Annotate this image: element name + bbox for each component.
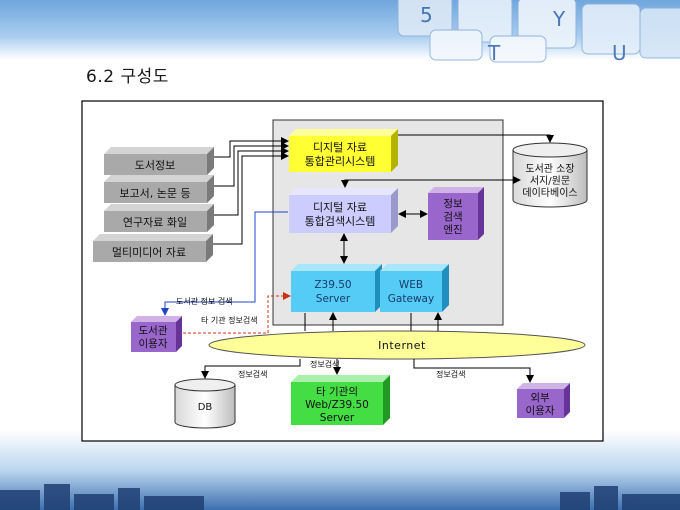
source-box-multimedia: 멀티미디어 자료 bbox=[93, 234, 213, 262]
library-user-box: 도서관 이용자 bbox=[131, 316, 182, 352]
slide-title: 6.2 구성도 bbox=[86, 67, 169, 87]
svg-text:WEB: WEB bbox=[399, 279, 423, 291]
svg-text:이용자: 이용자 bbox=[526, 405, 555, 417]
source-box-book-info: 도서정보 bbox=[104, 147, 214, 175]
svg-text:U: U bbox=[612, 41, 627, 65]
svg-text:Server: Server bbox=[316, 293, 351, 305]
z3950-server-box: Z39.50 Server bbox=[291, 264, 382, 312]
source-label: 멀티미디어 자료 bbox=[112, 246, 186, 259]
svg-text:서지/원문: 서지/원문 bbox=[530, 175, 570, 187]
svg-text:도서관: 도서관 bbox=[139, 325, 168, 337]
svg-text:Gateway: Gateway bbox=[388, 293, 434, 305]
internet-ellipse: Internet bbox=[208, 330, 586, 360]
db-cylinder: DB bbox=[174, 378, 236, 429]
svg-text:Internet: Internet bbox=[378, 339, 426, 352]
other-institution-server-box: 타 기관의 Web/Z39.50 Server bbox=[291, 375, 390, 425]
svg-text:통합검색시스템: 통합검색시스템 bbox=[305, 215, 376, 228]
svg-text:정보: 정보 bbox=[443, 198, 463, 210]
other-search-connector bbox=[183, 292, 291, 334]
keyboard-decoration: 5 T Y U bbox=[397, 0, 680, 65]
source-label: 보고서, 논문 등 bbox=[119, 187, 190, 200]
svg-text:검색: 검색 bbox=[443, 211, 462, 223]
edge-label-search-db: 정보검색 bbox=[238, 369, 267, 379]
svg-text:Z39.50: Z39.50 bbox=[314, 279, 351, 291]
edge-label-search-external: 정보검색 bbox=[436, 369, 465, 379]
svg-text:통합관리시스템: 통합관리시스템 bbox=[305, 155, 376, 168]
svg-text:Server: Server bbox=[320, 412, 355, 424]
library-database-cylinder: 도서관 소장 서지/원문 데이타베이스 bbox=[512, 142, 588, 208]
svg-text:Y: Y bbox=[552, 7, 566, 31]
svg-text:외부: 외부 bbox=[530, 392, 550, 404]
svg-text:디지털 자료: 디지털 자료 bbox=[313, 201, 367, 214]
integrated-search-system-box: 디지털 자료 통합검색시스템 bbox=[289, 188, 398, 233]
svg-text:데이타베이스: 데이타베이스 bbox=[522, 187, 577, 199]
svg-text:이용자: 이용자 bbox=[139, 338, 168, 350]
svg-text:도서관 소장: 도서관 소장 bbox=[525, 163, 574, 175]
web-gateway-box: WEB Gateway bbox=[380, 264, 449, 312]
svg-text:디지털 자료: 디지털 자료 bbox=[313, 141, 367, 154]
external-user-box: 외부 이용자 bbox=[517, 383, 570, 418]
source-label: 연구자료 화일 bbox=[123, 215, 187, 229]
edge-label-library-search: 도서관 정보 검색 bbox=[176, 296, 233, 306]
library-search-connector bbox=[161, 211, 288, 316]
svg-text:Web/Z39.50: Web/Z39.50 bbox=[305, 399, 369, 411]
edge-label-other-search: 타 기관 정보검색 bbox=[201, 315, 258, 325]
source-box-research-files: 연구자료 화일 bbox=[104, 204, 214, 232]
source-box-reports: 보고서, 논문 등 bbox=[104, 175, 214, 203]
svg-text:타 기관의: 타 기관의 bbox=[316, 386, 358, 398]
svg-text:엔진: 엔진 bbox=[443, 224, 462, 236]
svg-text:DB: DB bbox=[198, 402, 213, 413]
search-engine-box: 정보 검색 엔진 bbox=[428, 187, 484, 240]
connector-lines bbox=[201, 134, 554, 383]
city-skyline-decoration bbox=[0, 484, 680, 510]
svg-text:T: T bbox=[487, 41, 501, 65]
source-label: 도서정보 bbox=[135, 159, 175, 172]
integrated-management-system-box: 디지털 자료 통합관리시스템 bbox=[289, 129, 398, 172]
edge-label-search-other: 정보검색 bbox=[310, 359, 339, 369]
svg-text:5: 5 bbox=[420, 3, 433, 27]
